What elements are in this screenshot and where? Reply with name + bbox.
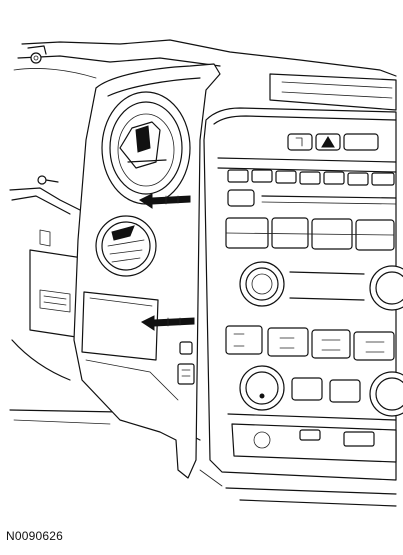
top-button-strip: [287, 133, 379, 151]
upper-dash-outline: [13, 39, 397, 111]
hazard-icon: [321, 136, 335, 148]
release-arrow-icon: [139, 193, 191, 209]
climate-button-row: [225, 325, 395, 361]
screw-left: [37, 175, 59, 185]
knob-icon: [369, 265, 403, 311]
center-stack: [203, 107, 403, 481]
knob-icon: [239, 365, 285, 411]
knob-icon: [369, 371, 403, 417]
knob-icon: [239, 261, 285, 307]
preset-button-row: [227, 169, 395, 186]
bottom-port-panel: [227, 413, 397, 463]
lower-console: [199, 469, 397, 507]
storage-pocket: [81, 291, 159, 361]
upper-air-vent: [101, 91, 191, 205]
figure-reference-id: N0090626: [6, 529, 63, 543]
dashboard-panel-removal-illustration: [9, 39, 403, 507]
lower-air-vent: [95, 215, 157, 277]
function-button-bank: [225, 217, 395, 251]
release-arrow-icon: [141, 315, 195, 331]
wiring-connector: [177, 341, 195, 385]
bolt-top-left: [27, 45, 47, 64]
